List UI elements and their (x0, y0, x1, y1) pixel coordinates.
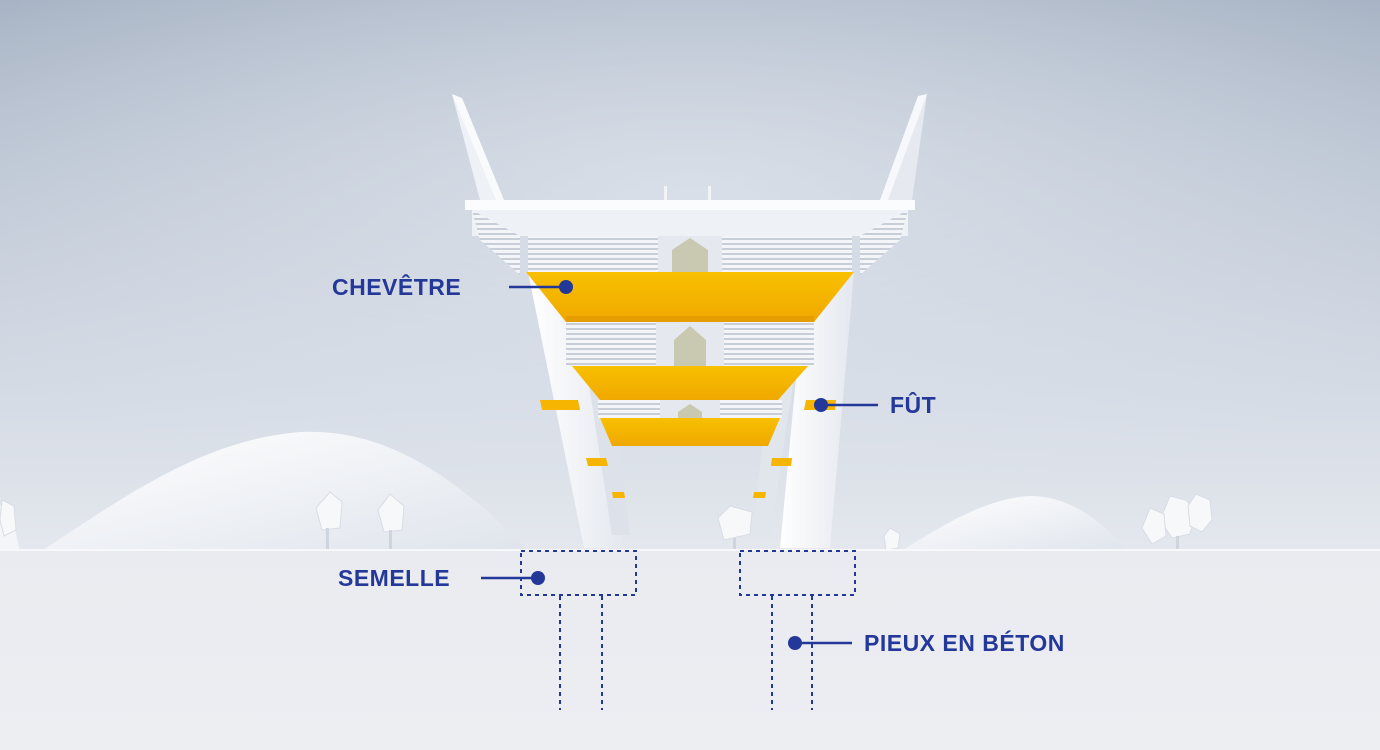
deck-side (472, 210, 908, 236)
semelle-dot (531, 571, 545, 585)
slats-low-left (598, 400, 660, 418)
chevetre-dot (559, 280, 573, 294)
callouts (481, 280, 878, 650)
chevetre-beam (526, 272, 854, 322)
girder-core (672, 238, 708, 272)
left-fin-shade (452, 94, 504, 200)
deck-post (708, 186, 711, 202)
middle-beam (572, 366, 808, 400)
tree-trunk (389, 530, 392, 550)
left-band-low (586, 458, 608, 466)
label-pieux: PIEUX EN BÉTON (864, 630, 1065, 656)
tree-trunk (326, 528, 329, 550)
slats-mid-right (724, 322, 814, 366)
slats-low-right (720, 400, 782, 418)
left-footing-outline (520, 550, 637, 596)
chevetre-beam-edge (566, 316, 814, 322)
right-footing-outline (739, 550, 856, 596)
core-mid (674, 326, 706, 366)
slats-mid-left (566, 322, 656, 366)
core-low (678, 404, 702, 418)
lower-beam (600, 418, 780, 446)
tree (377, 493, 405, 533)
right-band-foot (753, 492, 766, 498)
tree (1187, 493, 1213, 533)
deck-post (664, 186, 667, 202)
foundations (520, 550, 856, 710)
label-fut: FÛT (890, 392, 937, 418)
pieux-dot (788, 636, 802, 650)
deck-left-underside (472, 210, 520, 275)
left-snow-hill (40, 431, 530, 552)
left-band-foot (612, 492, 625, 498)
right-snow-hill (900, 496, 1130, 552)
deck-right-underside (860, 210, 908, 275)
tree-trunk (733, 538, 736, 550)
ground (0, 550, 1380, 750)
bridge-pier (452, 94, 927, 548)
girder-slats-right (722, 236, 852, 272)
right-fin-shade (880, 94, 927, 200)
tree (717, 505, 753, 541)
right-band-low (771, 458, 792, 466)
trees (0, 491, 1213, 551)
tree-trunk (1176, 536, 1179, 550)
left-column-band (540, 400, 580, 410)
tree (0, 499, 17, 537)
tree (315, 491, 343, 531)
fut-dot (814, 398, 828, 412)
label-semelle: SEMELLE (338, 565, 451, 591)
tree (1141, 507, 1167, 545)
girder-slats-left (528, 236, 658, 272)
label-chevetre: CHEVÊTRE (332, 274, 462, 300)
deck-top (465, 200, 915, 210)
